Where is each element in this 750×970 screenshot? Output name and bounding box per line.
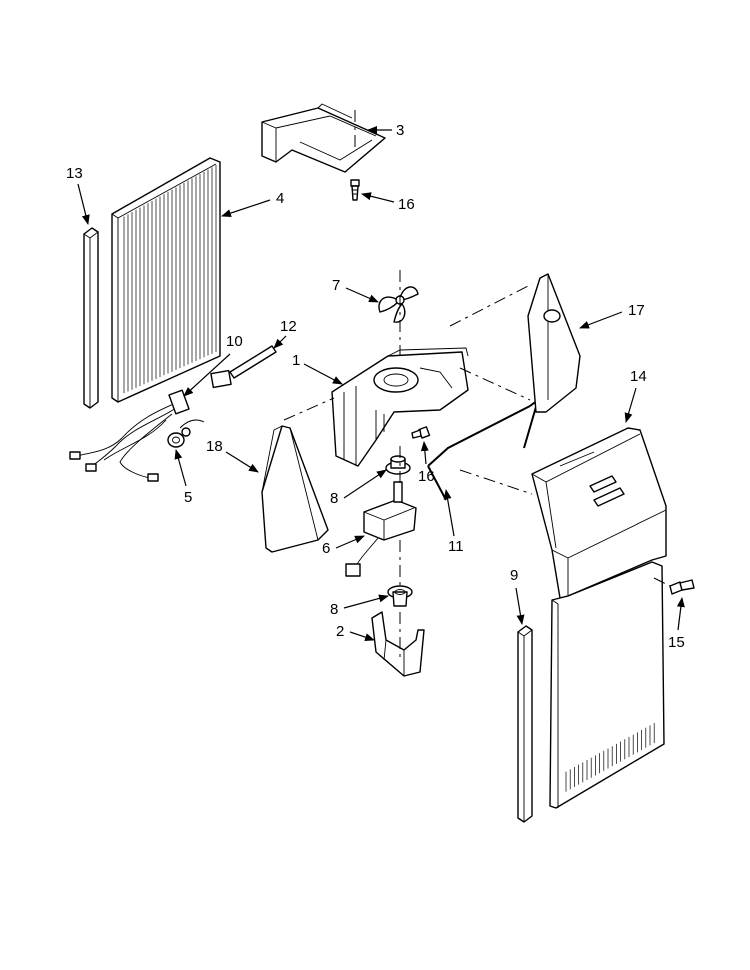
- svg-text:7: 7: [332, 277, 340, 294]
- part-16-screw-top: [350, 179, 360, 201]
- callout-4: 4: [221, 190, 284, 217]
- callout-10: 10: [183, 333, 243, 397]
- callout-2: 2: [336, 623, 375, 641]
- svg-text:16: 16: [398, 196, 415, 213]
- callout-13: 13: [66, 165, 90, 225]
- callout-16-top: 16: [361, 192, 415, 213]
- svg-text:16: 16: [418, 468, 435, 485]
- part-3-top-bracket: [261, 103, 386, 173]
- part-8-bushing-lower: [387, 540, 413, 607]
- svg-text:15: 15: [668, 634, 685, 651]
- svg-text:1: 1: [292, 352, 300, 369]
- part-1-fan-housing: [331, 347, 469, 467]
- part-17-foam-block-right: [449, 273, 581, 413]
- part-4-grille-panel: [111, 157, 221, 403]
- svg-text:11: 11: [448, 538, 464, 555]
- svg-text:2: 2: [336, 623, 344, 640]
- callout-14: 14: [624, 368, 647, 423]
- callout-17: 17: [579, 302, 645, 329]
- svg-text:18: 18: [206, 438, 223, 455]
- callout-3: 3: [367, 122, 404, 139]
- svg-text:10: 10: [226, 333, 243, 350]
- callout-15: 15: [668, 597, 685, 651]
- svg-text:4: 4: [276, 190, 284, 207]
- callout-1: 1: [292, 352, 343, 385]
- part-8-bushing-upper: [385, 455, 411, 475]
- part-14-rear-panel: [459, 427, 667, 809]
- svg-text:3: 3: [396, 122, 404, 139]
- part-2-motor-bracket: [371, 611, 425, 677]
- svg-text:6: 6: [322, 540, 330, 557]
- callout-9: 9: [510, 567, 525, 625]
- callout-8-lower: 8: [330, 594, 389, 618]
- callout-8-upper: 8: [330, 469, 387, 507]
- svg-text:9: 9: [510, 567, 518, 584]
- svg-text:14: 14: [630, 368, 647, 385]
- callout-12: 12: [273, 318, 297, 349]
- svg-text:17: 17: [628, 302, 645, 319]
- svg-text:8: 8: [330, 601, 338, 618]
- callout-11: 11: [443, 489, 464, 555]
- svg-text:12: 12: [280, 318, 297, 335]
- part-15-screw-right: [653, 577, 695, 595]
- callout-6: 6: [322, 535, 365, 557]
- part-18-foam-block-left: [261, 397, 335, 553]
- part-13-foam-strip: [83, 227, 99, 409]
- callout-7: 7: [332, 277, 379, 303]
- part-7-fan-blade: [378, 270, 419, 372]
- svg-text:13: 13: [66, 165, 83, 182]
- part-9-foam-strip: [517, 625, 533, 823]
- callout-18: 18: [206, 438, 259, 473]
- part-12-thermistor: [210, 345, 277, 389]
- part-5-grommet: [167, 427, 191, 448]
- part-16-screw-lower: [411, 426, 431, 439]
- svg-text:5: 5: [184, 489, 192, 506]
- callout-5: 5: [174, 449, 192, 506]
- callout-16-lower: 16: [418, 441, 435, 485]
- svg-text:8: 8: [330, 490, 338, 507]
- part-6-fan-motor: [345, 446, 417, 577]
